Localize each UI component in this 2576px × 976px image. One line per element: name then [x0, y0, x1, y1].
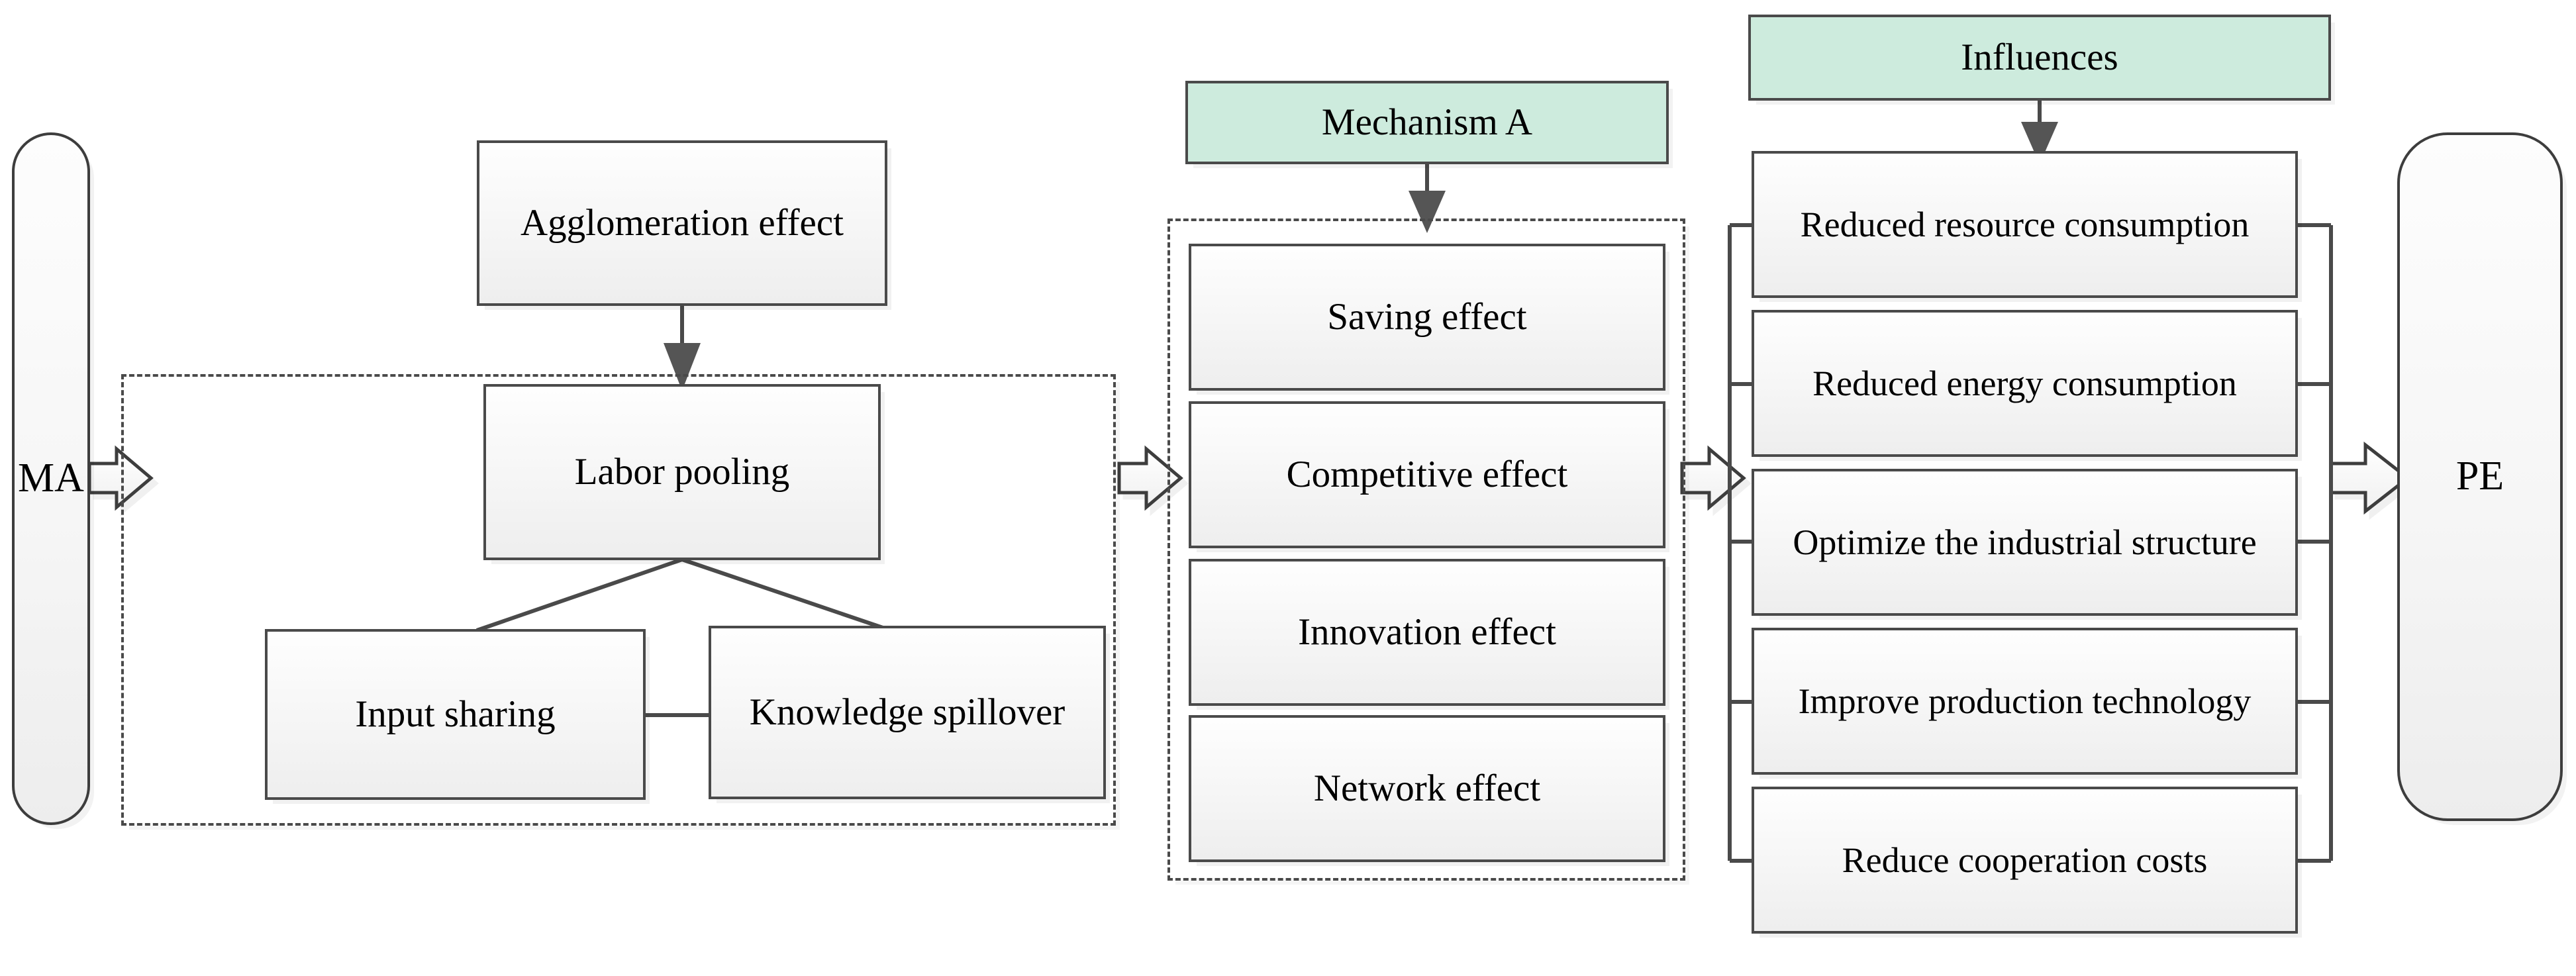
- network-effect-label: Network effect: [1313, 767, 1541, 810]
- agglomeration-effect-box[interactable]: Agglomeration effect: [477, 140, 887, 306]
- innovation-effect-box[interactable]: Innovation effect: [1189, 559, 1665, 706]
- competitive-effect-label: Competitive effect: [1286, 454, 1568, 496]
- innovation-effect-label: Innovation effect: [1298, 611, 1556, 654]
- mechanism-a-header-label: Mechanism A: [1321, 101, 1533, 144]
- bracket-influences-left: [1728, 223, 1752, 863]
- influence-box-reduced-resource-consumption[interactable]: Reduced resource consumption: [1752, 151, 2298, 298]
- agglomeration-effect-label: Agglomeration effect: [520, 202, 844, 244]
- knowledge-spillover-label: Knowledge spillover: [749, 691, 1065, 734]
- arrow-influences-to-pe: [2329, 441, 2411, 515]
- mechanism-a-header[interactable]: Mechanism A: [1185, 81, 1669, 164]
- knowledge-spillover-box[interactable]: Knowledge spillover: [709, 626, 1106, 799]
- target-node-pe[interactable]: PE: [2397, 132, 2563, 821]
- influences-header[interactable]: Influences: [1748, 15, 2331, 101]
- influence-label: Reduce cooperation costs: [1842, 840, 2208, 880]
- source-node-label: MA: [18, 456, 84, 501]
- influence-box-reduce-cooperation-costs[interactable]: Reduce cooperation costs: [1752, 787, 2298, 934]
- influence-label: Reduced energy consumption: [1812, 363, 2237, 403]
- labor-pooling-box[interactable]: Labor pooling: [483, 384, 881, 560]
- competitive-effect-box[interactable]: Competitive effect: [1189, 401, 1665, 548]
- bracket-influences-right: [2298, 223, 2333, 863]
- source-node-ma[interactable]: MA: [12, 132, 90, 825]
- agglomeration-cluster-boundary: [121, 374, 1116, 826]
- influences-header-label: Influences: [1961, 36, 2118, 79]
- arrow-mechanism-to-influences: [1680, 445, 1746, 511]
- saving-effect-label: Saving effect: [1327, 296, 1527, 338]
- influence-label: Reduced resource consumption: [1800, 204, 2250, 244]
- influence-box-improve-production-technology[interactable]: Improve production technology: [1752, 628, 2298, 775]
- labor-pooling-label: Labor pooling: [574, 451, 790, 493]
- saving-effect-box[interactable]: Saving effect: [1189, 244, 1665, 391]
- mechanism-a-cluster-boundary: [1167, 219, 1685, 881]
- input-sharing-label: Input sharing: [355, 693, 556, 736]
- target-node-label: PE: [2455, 454, 2504, 499]
- network-effect-box[interactable]: Network effect: [1189, 715, 1665, 862]
- influence-label: Optimize the industrial structure: [1793, 522, 2257, 562]
- influence-box-reduced-energy-consumption[interactable]: Reduced energy consumption: [1752, 310, 2298, 457]
- input-sharing-box[interactable]: Input sharing: [265, 629, 646, 800]
- influence-label: Improve production technology: [1798, 681, 2252, 721]
- influence-box-optimize-industrial-structure[interactable]: Optimize the industrial structure: [1752, 469, 2298, 616]
